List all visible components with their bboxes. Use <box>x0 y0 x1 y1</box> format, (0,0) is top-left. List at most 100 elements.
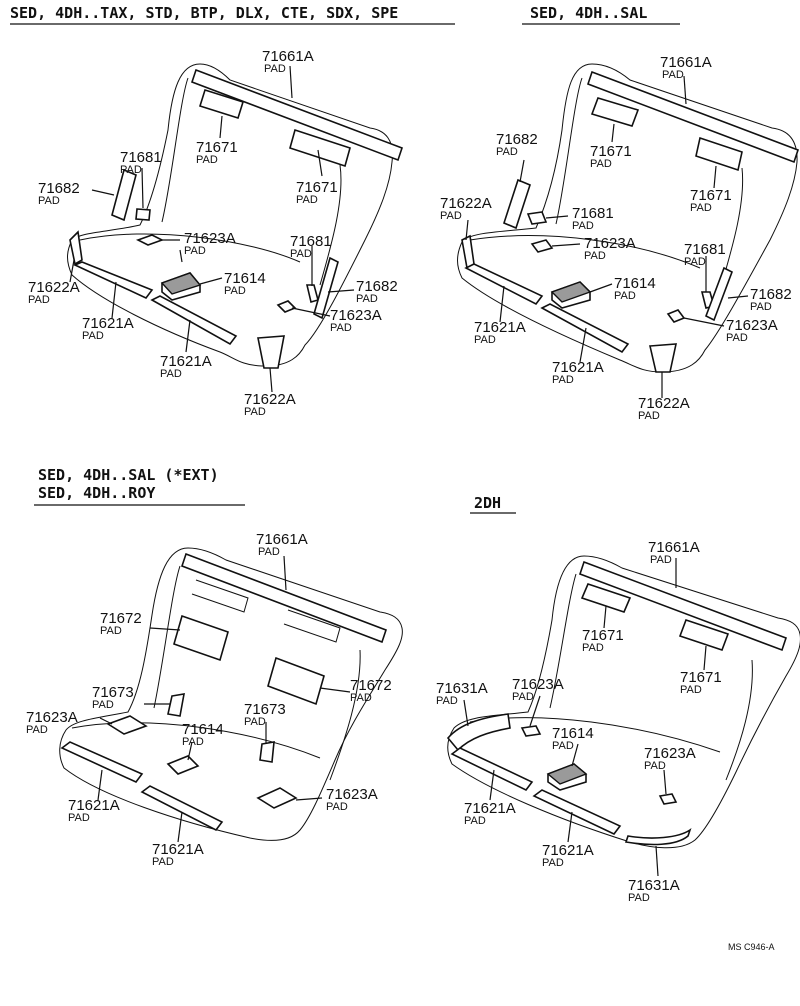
callout-pad-label: PAD <box>296 194 318 206</box>
callout-pad-label: PAD <box>684 256 706 268</box>
callout-pad-label: PAD <box>436 695 458 707</box>
leader-line <box>91 189 115 196</box>
pad-71631a <box>446 713 511 752</box>
callout-part-number: 71614 <box>614 275 656 292</box>
leader-line <box>187 741 193 761</box>
recess-outline <box>191 579 249 613</box>
callout-part-number: 71661A <box>262 48 314 65</box>
callout-part-number: 71623A <box>326 786 378 803</box>
seat-contour <box>161 77 189 223</box>
pad-71622a <box>69 230 83 266</box>
leader-line <box>99 717 113 725</box>
leader-line <box>219 115 223 139</box>
callout-pad-label: PAD <box>182 736 204 748</box>
section-title: SED, 4DH..ROY <box>38 484 155 502</box>
leader-line <box>141 167 144 209</box>
callout-part-number: 71661A <box>648 539 700 556</box>
pad-71631a <box>624 828 692 846</box>
pad-71682 <box>704 266 734 322</box>
callout-part-number: 71671 <box>690 187 732 204</box>
pad-71622a <box>461 234 475 270</box>
callout-pad-label: PAD <box>726 332 748 344</box>
seat-contour <box>153 565 181 709</box>
leader-line <box>703 645 707 671</box>
callout-pad-label: PAD <box>542 857 564 869</box>
callout-pad-label: PAD <box>68 812 90 824</box>
recess-outline <box>283 609 341 643</box>
section-title: SED, 4DH..SAL (*EXT) <box>38 466 219 484</box>
section-2dh: 2DH 71661A PAD 71671 PAD 71671 PAD 716 <box>436 494 800 904</box>
callout-pad-label: PAD <box>638 410 660 422</box>
callout-pad-label: PAD <box>326 801 348 813</box>
callout-pad-label: PAD <box>474 334 496 346</box>
callout-part-number: 71631A <box>436 680 488 697</box>
section-sal-ext-roy: SED, 4DH..SAL (*EXT) SED, 4DH..ROY 71661… <box>26 466 403 868</box>
seat-contour <box>725 659 753 781</box>
pad-71671 <box>289 128 351 168</box>
leader-line <box>499 285 505 323</box>
pad-71682 <box>313 256 339 320</box>
seat-contour <box>319 164 342 286</box>
callout-part-number: 71682 <box>356 278 398 295</box>
callout-pad-label: PAD <box>496 146 518 158</box>
callout-pad-label: PAD <box>28 294 50 306</box>
pad-71614-top <box>160 272 202 295</box>
pad-71622a <box>649 343 678 373</box>
callout-pad-label: PAD <box>120 164 142 176</box>
pad-71671 <box>695 136 743 172</box>
callout-pad-label: PAD <box>512 691 534 703</box>
callout-part-number: 71623A <box>644 745 696 762</box>
pad-71681 <box>526 211 548 225</box>
figure-code: MS C946-A <box>728 942 775 952</box>
pad-71621a <box>450 747 534 792</box>
leader-line <box>149 627 181 631</box>
pad-71681 <box>305 284 319 303</box>
callout-pad-label: PAD <box>572 220 594 232</box>
pad-71621a <box>532 789 622 836</box>
leader-line <box>571 743 579 767</box>
callout-pad-label: PAD <box>356 293 378 305</box>
pad-71623a <box>135 234 165 246</box>
leader-line <box>519 159 525 183</box>
pad-71671 <box>678 618 730 652</box>
leader-line <box>611 123 615 143</box>
seat-contour <box>329 649 361 781</box>
callout-pad-label: PAD <box>662 69 684 81</box>
pad-71671 <box>580 583 632 613</box>
callout-part-number: 71671 <box>680 669 722 686</box>
leader-line <box>177 811 183 843</box>
seat-outline <box>59 547 403 841</box>
callout-pad-label: PAD <box>584 250 606 262</box>
pad-71672 <box>173 614 229 662</box>
callout-part-number: 71672 <box>350 677 392 694</box>
leader-line <box>683 317 725 327</box>
callout-pad-label: PAD <box>552 374 574 386</box>
callout-part-number: 71623A <box>26 709 78 726</box>
callout-part-number: 71681 <box>684 241 726 258</box>
leader-line <box>529 695 541 727</box>
leader-line <box>579 327 587 363</box>
leader-line <box>463 699 469 727</box>
section-title: SED, 4DH..SAL <box>530 4 647 22</box>
leader-line <box>727 295 749 299</box>
pad-71621a <box>540 303 630 354</box>
leader-line <box>295 797 323 801</box>
leader-line <box>551 243 581 247</box>
leader-line <box>283 555 287 591</box>
callout-part-number: 71623A <box>726 317 778 334</box>
callout-pad-label: PAD <box>614 290 636 302</box>
seat-contour <box>469 235 701 269</box>
callout-pad-label: PAD <box>644 760 666 772</box>
leader-line <box>327 289 355 293</box>
callout-part-number: 71681 <box>572 205 614 222</box>
leader-line <box>69 259 75 283</box>
callout-part-number: 71671 <box>582 627 624 644</box>
pad-71623a <box>256 787 298 809</box>
callout-pad-label: PAD <box>92 699 114 711</box>
leader-line <box>289 65 293 99</box>
pad-71682 <box>503 178 531 230</box>
section-sal: SED, 4DH..SAL 71661A <box>440 4 800 422</box>
callout-part-number: 71661A <box>660 54 712 71</box>
pad-71623a <box>666 309 686 323</box>
callout-part-number: 71671 <box>590 143 632 160</box>
